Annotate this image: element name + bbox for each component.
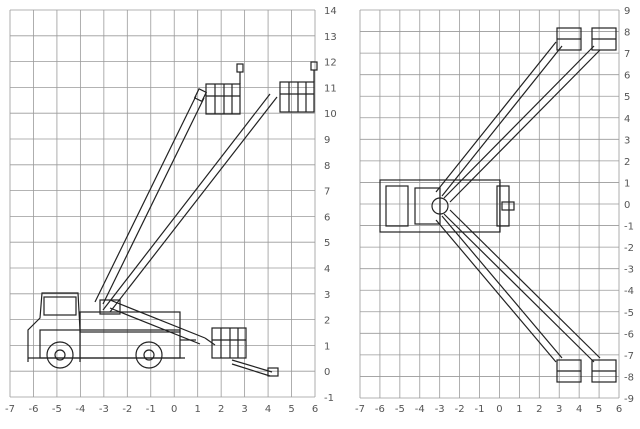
x-tick-label: -6 (28, 404, 38, 415)
basket-plan-bottom-1 (556, 359, 582, 383)
left-panel-grid (9, 9, 316, 398)
x-tick-label: 3 (556, 404, 562, 415)
x-tick-label: -7 (5, 404, 15, 415)
y-tick-label: 2 (624, 157, 630, 168)
y-tick-label: 3 (324, 290, 330, 301)
x-tick-label: 2 (218, 404, 224, 415)
truck-wheels (46, 341, 163, 369)
basket-plan-bottom-2 (591, 359, 617, 383)
x-tick-label: -4 (415, 404, 425, 415)
y-tick-label: -8 (624, 372, 634, 383)
y-tick-label: 1 (324, 341, 330, 352)
truck-chassis (28, 299, 196, 359)
y-tick-label: 12 (324, 58, 337, 69)
y-tick-label: -5 (624, 308, 634, 319)
x-tick-label: 2 (536, 404, 542, 415)
y-tick-label: 10 (324, 109, 337, 120)
y-tick-label: 4 (624, 114, 630, 125)
y-tick-label: -6 (624, 329, 634, 340)
y-tick-label: -1 (324, 393, 334, 404)
x-tick-label: -5 (52, 404, 62, 415)
boom-upper-right (102, 93, 278, 313)
y-tick-label: 7 (324, 187, 330, 198)
top-plan-drawing (379, 27, 617, 383)
y-tick-label: -1 (624, 222, 634, 233)
x-tick-label: -6 (375, 404, 385, 415)
y-tick-label: -9 (624, 394, 634, 405)
jib-arm (231, 359, 279, 377)
y-tick-label: -4 (624, 286, 634, 297)
x-tick-label: 4 (265, 404, 271, 415)
y-tick-label: -3 (624, 265, 634, 276)
basket-upper-right (279, 61, 318, 113)
truck-plan-body (379, 179, 515, 233)
boom-upper-left (94, 88, 208, 305)
x-tick-label: 0 (171, 404, 177, 415)
x-tick-label: 6 (312, 404, 318, 415)
x-tick-label: -2 (122, 404, 132, 415)
x-tick-label: -4 (75, 404, 85, 415)
x-tick-label: 0 (496, 404, 502, 415)
basket-lower (211, 327, 247, 359)
x-tick-label: -3 (99, 404, 109, 415)
y-tick-label: 11 (324, 83, 337, 94)
boom-plan-lower (435, 209, 601, 363)
y-tick-label: 7 (624, 49, 630, 60)
y-tick-label: -2 (624, 243, 634, 254)
y-tick-label: 0 (324, 367, 330, 378)
y-tick-label: 4 (324, 264, 330, 275)
y-tick-label: 5 (624, 92, 630, 103)
x-tick-label: 4 (576, 404, 582, 415)
y-tick-label: -7 (624, 351, 634, 362)
y-tick-label: 9 (324, 135, 330, 146)
x-tick-label: -5 (395, 404, 405, 415)
basket-plan-top-1 (556, 27, 582, 51)
x-tick-label: -3 (435, 404, 445, 415)
x-tick-label: 3 (241, 404, 247, 415)
basket-upper-left (205, 63, 244, 115)
x-tick-label: 6 (616, 404, 622, 415)
y-tick-label: 1 (624, 178, 630, 189)
y-tick-label: 0 (624, 200, 630, 211)
y-tick-label: 8 (324, 161, 330, 172)
x-tick-label: 1 (516, 404, 522, 415)
x-tick-label: -1 (146, 404, 156, 415)
x-tick-label: 5 (288, 404, 294, 415)
side-elevation-drawing (27, 61, 318, 377)
basket-plan-top-2 (591, 27, 617, 51)
x-tick-label: -7 (355, 404, 365, 415)
x-tick-label: -1 (475, 404, 485, 415)
boom-lower (109, 299, 216, 346)
y-tick-label: 8 (624, 28, 630, 39)
right-panel-grid (359, 9, 620, 399)
y-tick-label: 6 (324, 212, 330, 223)
y-tick-label: 2 (324, 316, 330, 327)
y-tick-label: 13 (324, 32, 337, 43)
y-tick-label: 3 (624, 135, 630, 146)
boom-plan-upper (435, 41, 601, 203)
y-tick-label: 5 (324, 238, 330, 249)
y-tick-label: 6 (624, 71, 630, 82)
x-tick-label: 1 (195, 404, 201, 415)
y-tick-label: 14 (324, 6, 337, 17)
x-tick-label: -2 (455, 404, 465, 415)
y-tick-label: 9 (624, 6, 630, 17)
x-tick-label: 5 (596, 404, 602, 415)
